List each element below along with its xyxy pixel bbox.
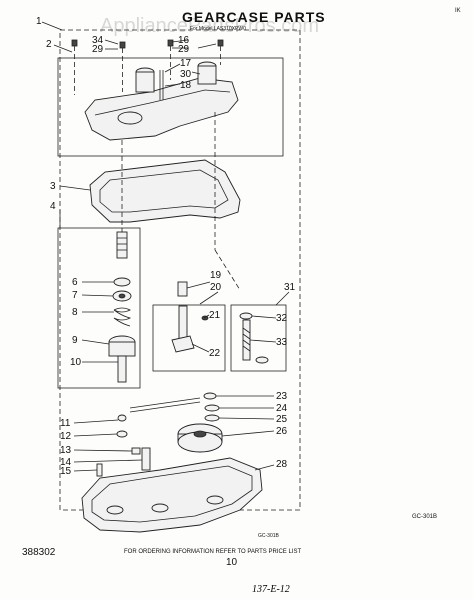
handwritten-mark: 137-E-12 [252,584,290,595]
callout-29-right: 29 [178,44,190,55]
drive-pinion-assembly [239,312,269,364]
leader-lines [41,21,290,472]
callout-4: 4 [50,201,56,212]
callout-23: 23 [276,391,288,402]
figure-code: GC-301B [412,514,437,520]
inner-figure-code: GC-301B [258,533,280,539]
callout-31: 31 [284,282,296,293]
callout-13: 13 [60,445,72,456]
callout-12: 12 [60,431,72,442]
ordering-instructions: FOR ORDERING INFORMATION REFER TO PARTS … [124,549,301,555]
callout-30: 30 [180,69,192,80]
callout-8: 8 [72,307,78,318]
callout-34: 34 [92,35,104,46]
callout-22: 22 [209,348,221,359]
callout-33: 33 [276,337,288,348]
gasket [89,159,241,223]
shift-lever-assembly [171,281,209,353]
cover-screws [71,39,224,95]
pinion-group-frame [57,227,141,389]
corner-mark: IK [455,8,461,14]
callout-16: 16 [178,35,190,46]
callout-28: 28 [276,459,288,470]
callout-15: 15 [60,466,72,477]
callout-24: 24 [276,403,288,414]
part-number: 388302 [22,547,56,558]
callout-3: 3 [50,181,56,192]
callout-labels: 1 2 3 4 6 7 8 9 10 11 12 13 14 15 16 17 … [36,16,296,477]
callout-11: 11 [60,418,71,429]
callout-17: 17 [180,58,192,69]
small-parts [96,414,151,477]
page-number: 10 [226,557,238,568]
callout-21: 21 [209,310,221,321]
callout-19: 19 [210,270,222,281]
callout-29-left: 29 [92,44,104,55]
washers [203,392,220,422]
outer-group-frame [59,29,301,511]
pinion-assembly [108,231,136,383]
drive-group-frame [230,304,287,372]
callout-2: 2 [46,39,52,50]
callout-10: 10 [70,357,82,368]
watermark-text: AppliancePartsPros.com [100,15,319,37]
callout-9: 9 [72,335,78,346]
shift-group-frame [152,304,226,372]
callout-26: 26 [276,426,288,437]
callout-1: 1 [36,16,42,27]
cam-bar [129,397,201,409]
callout-14: 14 [60,457,72,468]
gearcase-cover [84,61,239,141]
main-gear [177,423,223,453]
callout-7: 7 [72,290,78,301]
callout-25: 25 [276,414,288,425]
callout-20: 20 [210,282,222,293]
callout-32: 32 [276,313,288,324]
gearcase-base [81,457,263,533]
callout-18: 18 [180,80,192,91]
callout-6: 6 [72,277,78,288]
model-line: For Model LAS310XPW0 [190,26,246,32]
page-title: GEARCASE PARTS [182,9,326,25]
